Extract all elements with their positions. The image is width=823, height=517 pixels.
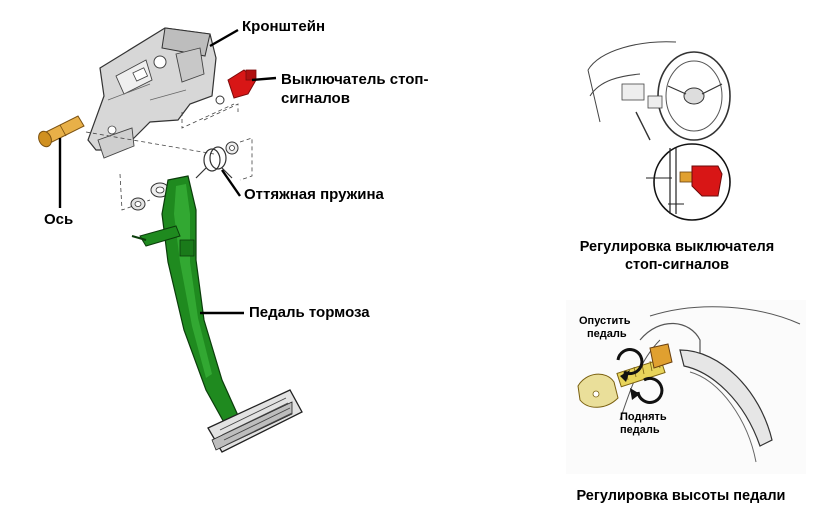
return-spring [195,141,239,179]
label-switch-line1: Выключатель стоп- [281,71,429,88]
pedal-bushing [130,182,170,211]
label-bracket: Кронштейн [242,18,326,35]
pedal-pad [207,389,303,453]
label-axle: Ось [44,211,74,228]
caption-switch-adjust: Регулировка выключателя стоп-сигналов [552,238,802,274]
brake-pedal [131,175,241,427]
label-lower-line1: Опустить [579,315,631,327]
label-raise-line2: педаль [620,424,660,436]
label-pedal: Педаль тормоза [249,304,370,321]
leader-lines-left [58,28,277,315]
height-adjust-illustration [566,300,806,474]
axle-pin [38,115,85,148]
label-switch-line2: сигналов [281,90,350,107]
label-raise-line1: Поднять [620,411,667,423]
switch-adjust-illustration [587,41,731,221]
explosion-guide-lines [85,103,253,211]
brake-light-switch [215,69,257,105]
caption-height-adjust: Регулировка высоты педали [576,488,786,504]
label-spring: Оттяжная пружина [244,186,384,203]
caption-switch-adjust-line2: стоп-сигналов [624,257,730,273]
bracket [87,27,217,159]
caption-switch-adjust-line1: Регулировка выключателя [579,239,775,255]
label-lower-line2: педаль [587,328,627,340]
label-raise-pedal: Поднять педаль [620,411,667,437]
label-lower-pedal: Опустить педаль [579,315,630,341]
